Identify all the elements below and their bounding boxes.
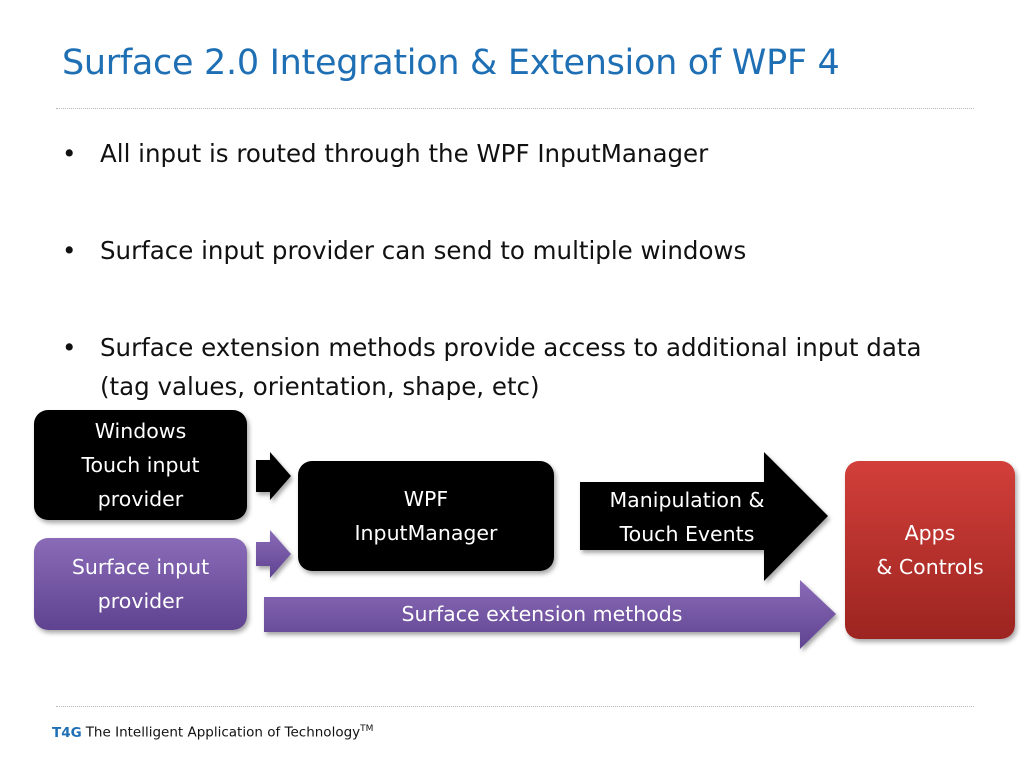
trademark-mark: TM bbox=[360, 724, 374, 734]
arrow-label-line: Touch Events bbox=[619, 522, 755, 546]
bullet-dot: • bbox=[62, 139, 77, 168]
bullet-item: • Surface extension methods provide acce… bbox=[62, 328, 962, 406]
box-label-line: Touch input bbox=[81, 453, 200, 477]
slide-title: Surface 2.0 Integration & Extension of W… bbox=[62, 43, 840, 83]
extension-arrow-label: Surface extension methods bbox=[401, 602, 683, 626]
bullet-item: • All input is routed through the WPF In… bbox=[62, 134, 962, 173]
bullet-dot: • bbox=[62, 236, 77, 265]
bullet-text: Surface input provider can send to multi… bbox=[100, 236, 747, 265]
box-label-line: Windows bbox=[94, 419, 187, 443]
box-label-line: provider bbox=[97, 589, 184, 613]
bullet-item: • Surface input provider can send to mul… bbox=[62, 231, 962, 270]
windows-to-wpf-arrow bbox=[256, 452, 291, 500]
windows-touch-input-provider-box: Windows Touch input provider bbox=[34, 410, 247, 520]
footer-tagline: The Intelligent Application of Technolog… bbox=[85, 724, 361, 741]
box-label-line: InputManager bbox=[354, 521, 498, 545]
footer-divider bbox=[56, 706, 974, 707]
apps-controls-box: Apps & Controls bbox=[845, 461, 1015, 639]
manipulation-arrow-label: Manipulation & Touch Events bbox=[582, 483, 792, 551]
bullet-text: Surface extension methods provide access… bbox=[100, 333, 922, 401]
surface-input-provider-box: Surface input provider bbox=[34, 538, 247, 630]
box-label-line: Surface input bbox=[71, 555, 210, 579]
box-label-line: Apps bbox=[904, 521, 956, 545]
title-divider bbox=[56, 108, 974, 109]
surface-to-wpf-arrow bbox=[256, 530, 291, 578]
bullet-dot: • bbox=[62, 333, 77, 362]
wpf-inputmanager-box: WPF InputManager bbox=[298, 461, 554, 571]
bullet-text: All input is routed through the WPF Inpu… bbox=[100, 139, 709, 168]
box-label-line: provider bbox=[97, 487, 184, 511]
bullet-list: • All input is routed through the WPF In… bbox=[62, 134, 962, 406]
footer-brand: T4G bbox=[52, 724, 82, 741]
box-label-line: WPF bbox=[403, 487, 449, 511]
arrow-label-line: Manipulation & bbox=[609, 488, 765, 512]
box-label-line: & Controls bbox=[876, 555, 984, 579]
